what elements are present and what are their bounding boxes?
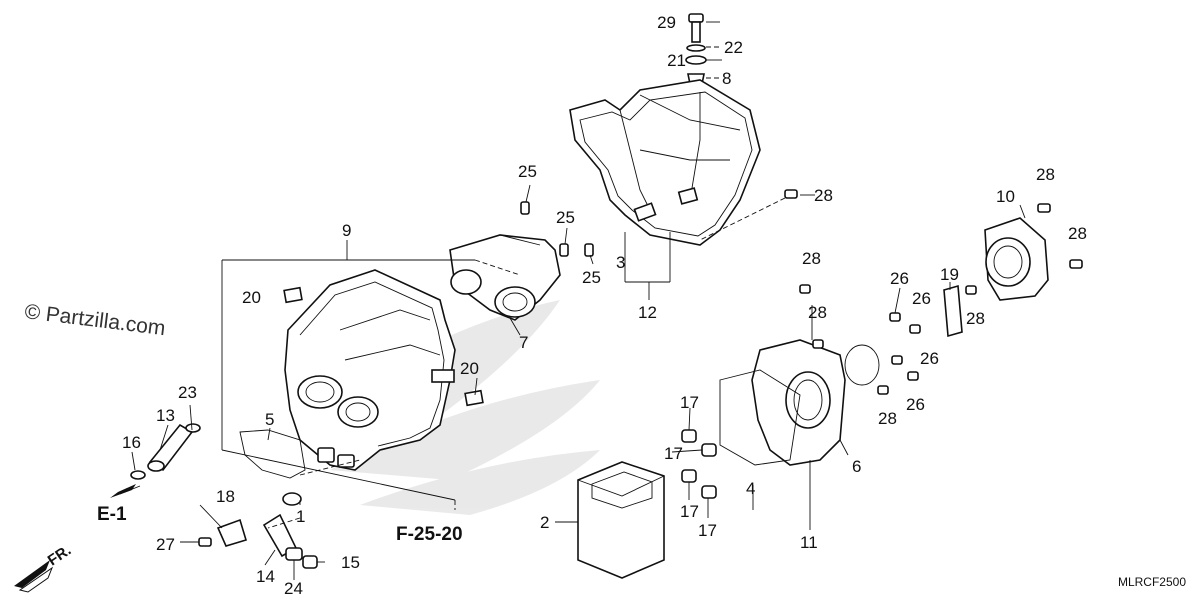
callout-4: 4 bbox=[746, 479, 755, 498]
callout-13: 13 bbox=[156, 406, 175, 425]
callout-25-a: 25 bbox=[518, 162, 537, 181]
drain-tube bbox=[130, 423, 201, 480]
callout-11: 11 bbox=[800, 533, 818, 552]
callout-14: 14 bbox=[256, 567, 275, 586]
rubber-pad-upper bbox=[283, 286, 303, 304]
callout-28-right-top: 28 bbox=[1036, 165, 1055, 184]
callout-28-top: 28 bbox=[814, 186, 833, 205]
callout-17-d: 17 bbox=[698, 521, 717, 540]
screws bbox=[520, 189, 1083, 395]
callout-28-mid: 28 bbox=[802, 249, 821, 268]
ref-e1-label: E-1 bbox=[97, 504, 127, 525]
callout-27: 27 bbox=[156, 535, 175, 554]
callout-20-upper: 20 bbox=[242, 288, 261, 307]
gasket bbox=[239, 429, 306, 479]
callout-23: 23 bbox=[178, 383, 197, 402]
callout-28-bracket: 28 bbox=[966, 309, 985, 328]
callout-26-d: 26 bbox=[906, 395, 925, 414]
callout-25-c: 25 bbox=[582, 268, 601, 287]
outlet-duct bbox=[984, 217, 1049, 301]
callout-8: 8 bbox=[722, 69, 731, 88]
watermark-text: © Partzilla.com bbox=[23, 300, 166, 340]
ref-e1-arrow-icon bbox=[110, 484, 136, 498]
callout-26-b: 26 bbox=[912, 289, 931, 308]
callout-26-a: 26 bbox=[890, 269, 909, 288]
diagram-code: MLRCF2500 bbox=[1118, 575, 1186, 589]
callout-15: 15 bbox=[341, 553, 360, 572]
grommets bbox=[681, 429, 717, 499]
callout-28-inner: 28 bbox=[808, 303, 827, 322]
callout-17-a: 17 bbox=[680, 393, 699, 412]
air-filter-element bbox=[577, 461, 665, 579]
ref-f2520-label: F-25-20 bbox=[396, 524, 463, 545]
callout-21: 21 bbox=[667, 51, 686, 70]
callout-3: 3 bbox=[616, 253, 625, 272]
callout-26-c: 26 bbox=[920, 349, 939, 368]
callout-5: 5 bbox=[265, 410, 274, 429]
top-bolt-stack bbox=[685, 13, 722, 85]
small-bracket bbox=[943, 284, 963, 338]
leader-lines bbox=[131, 184, 1026, 580]
lower-tube-assembly bbox=[198, 492, 318, 569]
callout-labels: 29 22 21 8 28 25 25 25 3 12 9 20 7 20 23… bbox=[122, 13, 1087, 598]
callout-6: 6 bbox=[852, 457, 861, 476]
upper-case-cover bbox=[569, 79, 761, 246]
callout-19: 19 bbox=[940, 265, 959, 284]
main-air-box bbox=[284, 269, 456, 471]
callout-16: 16 bbox=[122, 433, 141, 452]
callout-28-right: 28 bbox=[1068, 224, 1087, 243]
callout-7: 7 bbox=[519, 333, 528, 352]
front-direction-label: FR. bbox=[45, 542, 75, 570]
callout-2: 2 bbox=[540, 513, 549, 532]
callout-12: 12 bbox=[638, 303, 657, 322]
callout-25-b: 25 bbox=[556, 208, 575, 227]
callout-22: 22 bbox=[724, 38, 743, 57]
front-direction-arrow-icon bbox=[14, 560, 54, 593]
rubber-pad-lower bbox=[464, 389, 484, 407]
duct-part bbox=[449, 234, 561, 321]
callout-1: 1 bbox=[296, 507, 305, 526]
callout-28-lower: 28 bbox=[878, 409, 897, 428]
callout-20-lower: 20 bbox=[460, 359, 479, 378]
lower-case bbox=[719, 339, 880, 466]
callout-9: 9 bbox=[342, 221, 351, 240]
callout-29: 29 bbox=[657, 13, 676, 32]
callout-17-c: 17 bbox=[680, 502, 699, 521]
callout-17-b: 17 bbox=[664, 444, 683, 463]
callout-18: 18 bbox=[216, 487, 235, 506]
callout-10: 10 bbox=[996, 187, 1015, 206]
callout-24: 24 bbox=[284, 579, 303, 598]
